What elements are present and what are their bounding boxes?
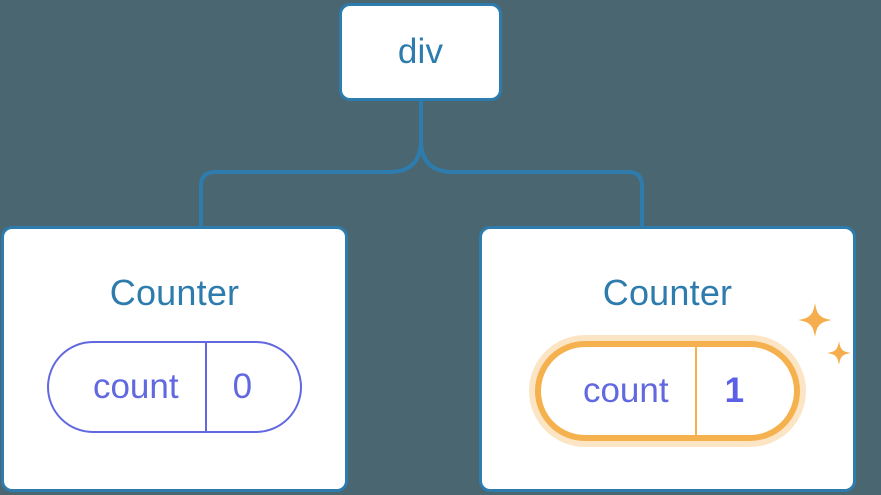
state-pill-right[interactable]: count 1: [534, 341, 801, 441]
state-pill-left-key: count: [92, 367, 179, 406]
state-pill-right-value: 1: [724, 371, 745, 410]
counter-card-right[interactable]: Counter count 1: [479, 226, 856, 492]
counter-card-right-title: Counter: [602, 272, 733, 313]
root-node-label: div: [397, 32, 444, 71]
sparkle-icon: [827, 341, 852, 365]
state-pill-left-value: 0: [232, 367, 253, 406]
state-pill-right-key: count: [582, 371, 669, 410]
state-pill-right-divider: [694, 347, 697, 435]
counter-card-left-title: Counter: [109, 272, 240, 313]
state-pill-wrapper-left: count 0: [46, 341, 303, 433]
root-node-div[interactable]: div: [339, 3, 502, 101]
state-pill-left[interactable]: count 0: [46, 341, 303, 433]
counter-card-left[interactable]: Counter count 0: [1, 226, 348, 492]
state-pill-left-divider: [204, 343, 207, 431]
state-pill-wrapper-right: count 1: [534, 303, 852, 441]
sparkle-icon: [798, 303, 833, 337]
sparkles-group: [798, 303, 852, 365]
